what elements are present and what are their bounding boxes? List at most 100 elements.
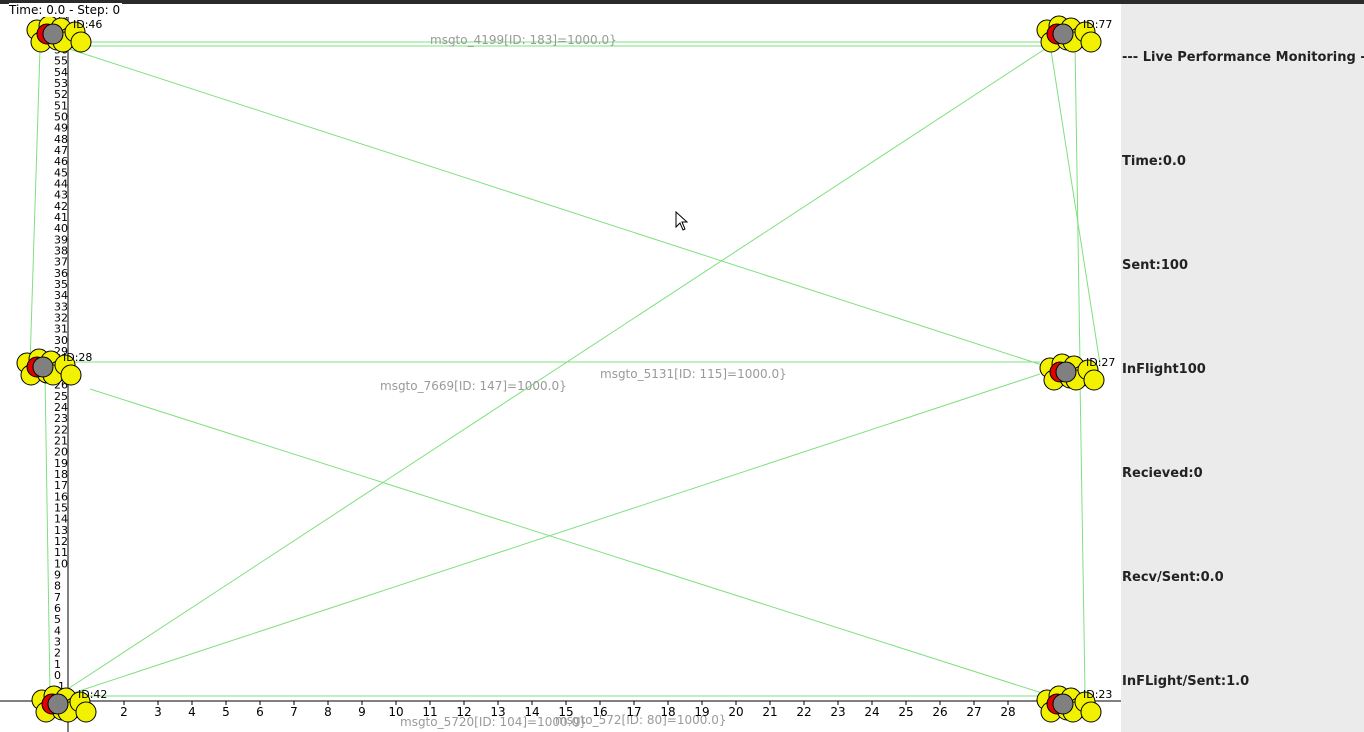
network-node[interactable] — [70, 31, 92, 53]
y-tick-label: 46 — [54, 155, 68, 168]
y-tick-label: 47 — [54, 144, 68, 157]
x-tick-label: 24 — [864, 705, 879, 719]
x-tick-label: 6 — [256, 705, 264, 719]
x-tick-label: 3 — [154, 705, 162, 719]
x-tick-label: 22 — [796, 705, 811, 719]
network-link — [29, 48, 41, 365]
x-tick-label: 13 — [490, 705, 505, 719]
network-node[interactable] — [1055, 361, 1077, 383]
inflight-sent-stat: InFLight/Sent:1.0 — [1122, 674, 1250, 689]
network-node[interactable] — [1052, 23, 1074, 45]
x-tick-label: 14 — [524, 705, 539, 719]
network-node[interactable] — [1083, 369, 1105, 391]
y-tick-label: 18 — [54, 468, 68, 481]
node-cluster-top-right[interactable]: ID:77 — [1036, 15, 1112, 53]
x-tick-label: 25 — [898, 705, 913, 719]
network-link — [69, 373, 1041, 695]
y-tick-label: 36 — [54, 267, 68, 280]
y-tick-label: 21 — [54, 434, 68, 447]
time-step-readout: Time: 0.0 - Step: 0 — [9, 3, 123, 17]
network-node[interactable] — [75, 701, 97, 723]
message-label: msgto_7669[ID: 147]=1000.0} — [380, 379, 567, 393]
node-cluster-bottom-left[interactable]: ID:42 — [31, 685, 107, 723]
network-link — [1049, 43, 1101, 365]
window-title-bar — [0, 0, 1364, 4]
axes: -3-2-10123456789101112131415161718192021… — [0, 4, 1121, 732]
network-node[interactable] — [32, 356, 54, 378]
x-tick-label: 17 — [626, 705, 641, 719]
y-tick-label: 38 — [54, 245, 68, 258]
message-label: msgto_572[ID: 80]=1000.0} — [555, 713, 726, 727]
received-stat: Recieved:0 — [1122, 466, 1203, 481]
y-tick-label: 30 — [54, 334, 68, 347]
y-tick-label: 23 — [54, 412, 68, 425]
network-node[interactable] — [60, 364, 82, 386]
network-node[interactable] — [1080, 701, 1102, 723]
y-tick-label: 3 — [54, 635, 61, 648]
y-tick-label: 12 — [54, 535, 68, 548]
node-cluster-mid-left[interactable]: ID:28 — [16, 348, 92, 386]
node-id-label: ID:23 — [1083, 688, 1112, 701]
y-tick-label: 52 — [54, 88, 68, 101]
y-tick-label: 44 — [54, 178, 68, 191]
x-tick-label: 7 — [290, 705, 298, 719]
y-tick-label: 50 — [54, 111, 68, 124]
y-tick-label: 4 — [54, 624, 61, 637]
y-tick-label: 43 — [54, 189, 68, 202]
y-tick-label: 42 — [54, 200, 68, 213]
x-tick-label: 11 — [422, 705, 437, 719]
network-link — [59, 45, 1046, 367]
network-link — [59, 48, 1046, 695]
y-tick-label: 32 — [54, 312, 68, 325]
node-id-label: ID:27 — [1086, 356, 1115, 369]
message-label: msgto_4199[ID: 183]=1000.0} — [430, 33, 617, 47]
node-cluster-top-left[interactable]: ID:46 — [26, 15, 102, 53]
x-tick-label: 15 — [558, 705, 573, 719]
y-tick-label: 35 — [54, 278, 68, 291]
y-tick-label: 8 — [54, 580, 61, 593]
x-tick-label: 8 — [324, 705, 332, 719]
y-tick-label: 6 — [54, 602, 61, 615]
recv-sent-stat: Recv/Sent:0.0 — [1122, 570, 1224, 585]
y-tick-label: 48 — [54, 133, 68, 146]
x-tick-label: 27 — [966, 705, 981, 719]
x-tick-label: 26 — [932, 705, 947, 719]
time-stat: Time:0.0 — [1122, 154, 1186, 169]
node-cluster-mid-right[interactable]: ID:27 — [1039, 353, 1115, 391]
y-tick-label: 13 — [54, 524, 68, 537]
node-id-label: ID:42 — [78, 688, 107, 701]
network-node[interactable] — [47, 693, 69, 715]
network-link — [44, 373, 51, 695]
simulation-canvas[interactable]: msgto_4199[ID: 183]=1000.0}msgto_5131[ID… — [0, 4, 1121, 732]
y-tick-label: 33 — [54, 300, 68, 313]
y-tick-label: 11 — [54, 546, 68, 559]
y-tick-label: 25 — [54, 390, 68, 403]
y-tick-label: 24 — [54, 401, 68, 414]
y-tick-label: 34 — [54, 289, 68, 302]
inflight-stat: InFlight100 — [1122, 362, 1206, 377]
node-cluster-bottom-right[interactable]: ID:23 — [1036, 685, 1112, 723]
x-tick-label: 10 — [388, 705, 403, 719]
mouse-pointer-icon — [675, 211, 689, 231]
y-tick-label: 55 — [54, 55, 68, 68]
performance-panel: --- Live Performance Monitoring --- Time… — [1121, 4, 1364, 732]
network-node[interactable] — [1052, 693, 1074, 715]
y-tick-label: 2 — [54, 647, 61, 660]
x-tick-label: 18 — [660, 705, 675, 719]
y-tick-label: 40 — [54, 222, 68, 235]
network-link — [1079, 378, 1086, 695]
network-node[interactable] — [1080, 31, 1102, 53]
network-links — [29, 41, 1101, 697]
y-tick-label: 53 — [54, 77, 68, 90]
x-tick-label: 20 — [728, 705, 743, 719]
x-tick-label: 23 — [830, 705, 845, 719]
network-node[interactable] — [42, 23, 64, 45]
x-tick-label: 12 — [456, 705, 471, 719]
y-tick-label: 15 — [54, 501, 68, 514]
network-link — [89, 388, 1046, 695]
y-tick-label: 54 — [54, 66, 68, 79]
y-tick-label: 17 — [54, 479, 68, 492]
y-tick-label: 37 — [54, 256, 68, 269]
y-tick-label: 1 — [54, 658, 61, 671]
